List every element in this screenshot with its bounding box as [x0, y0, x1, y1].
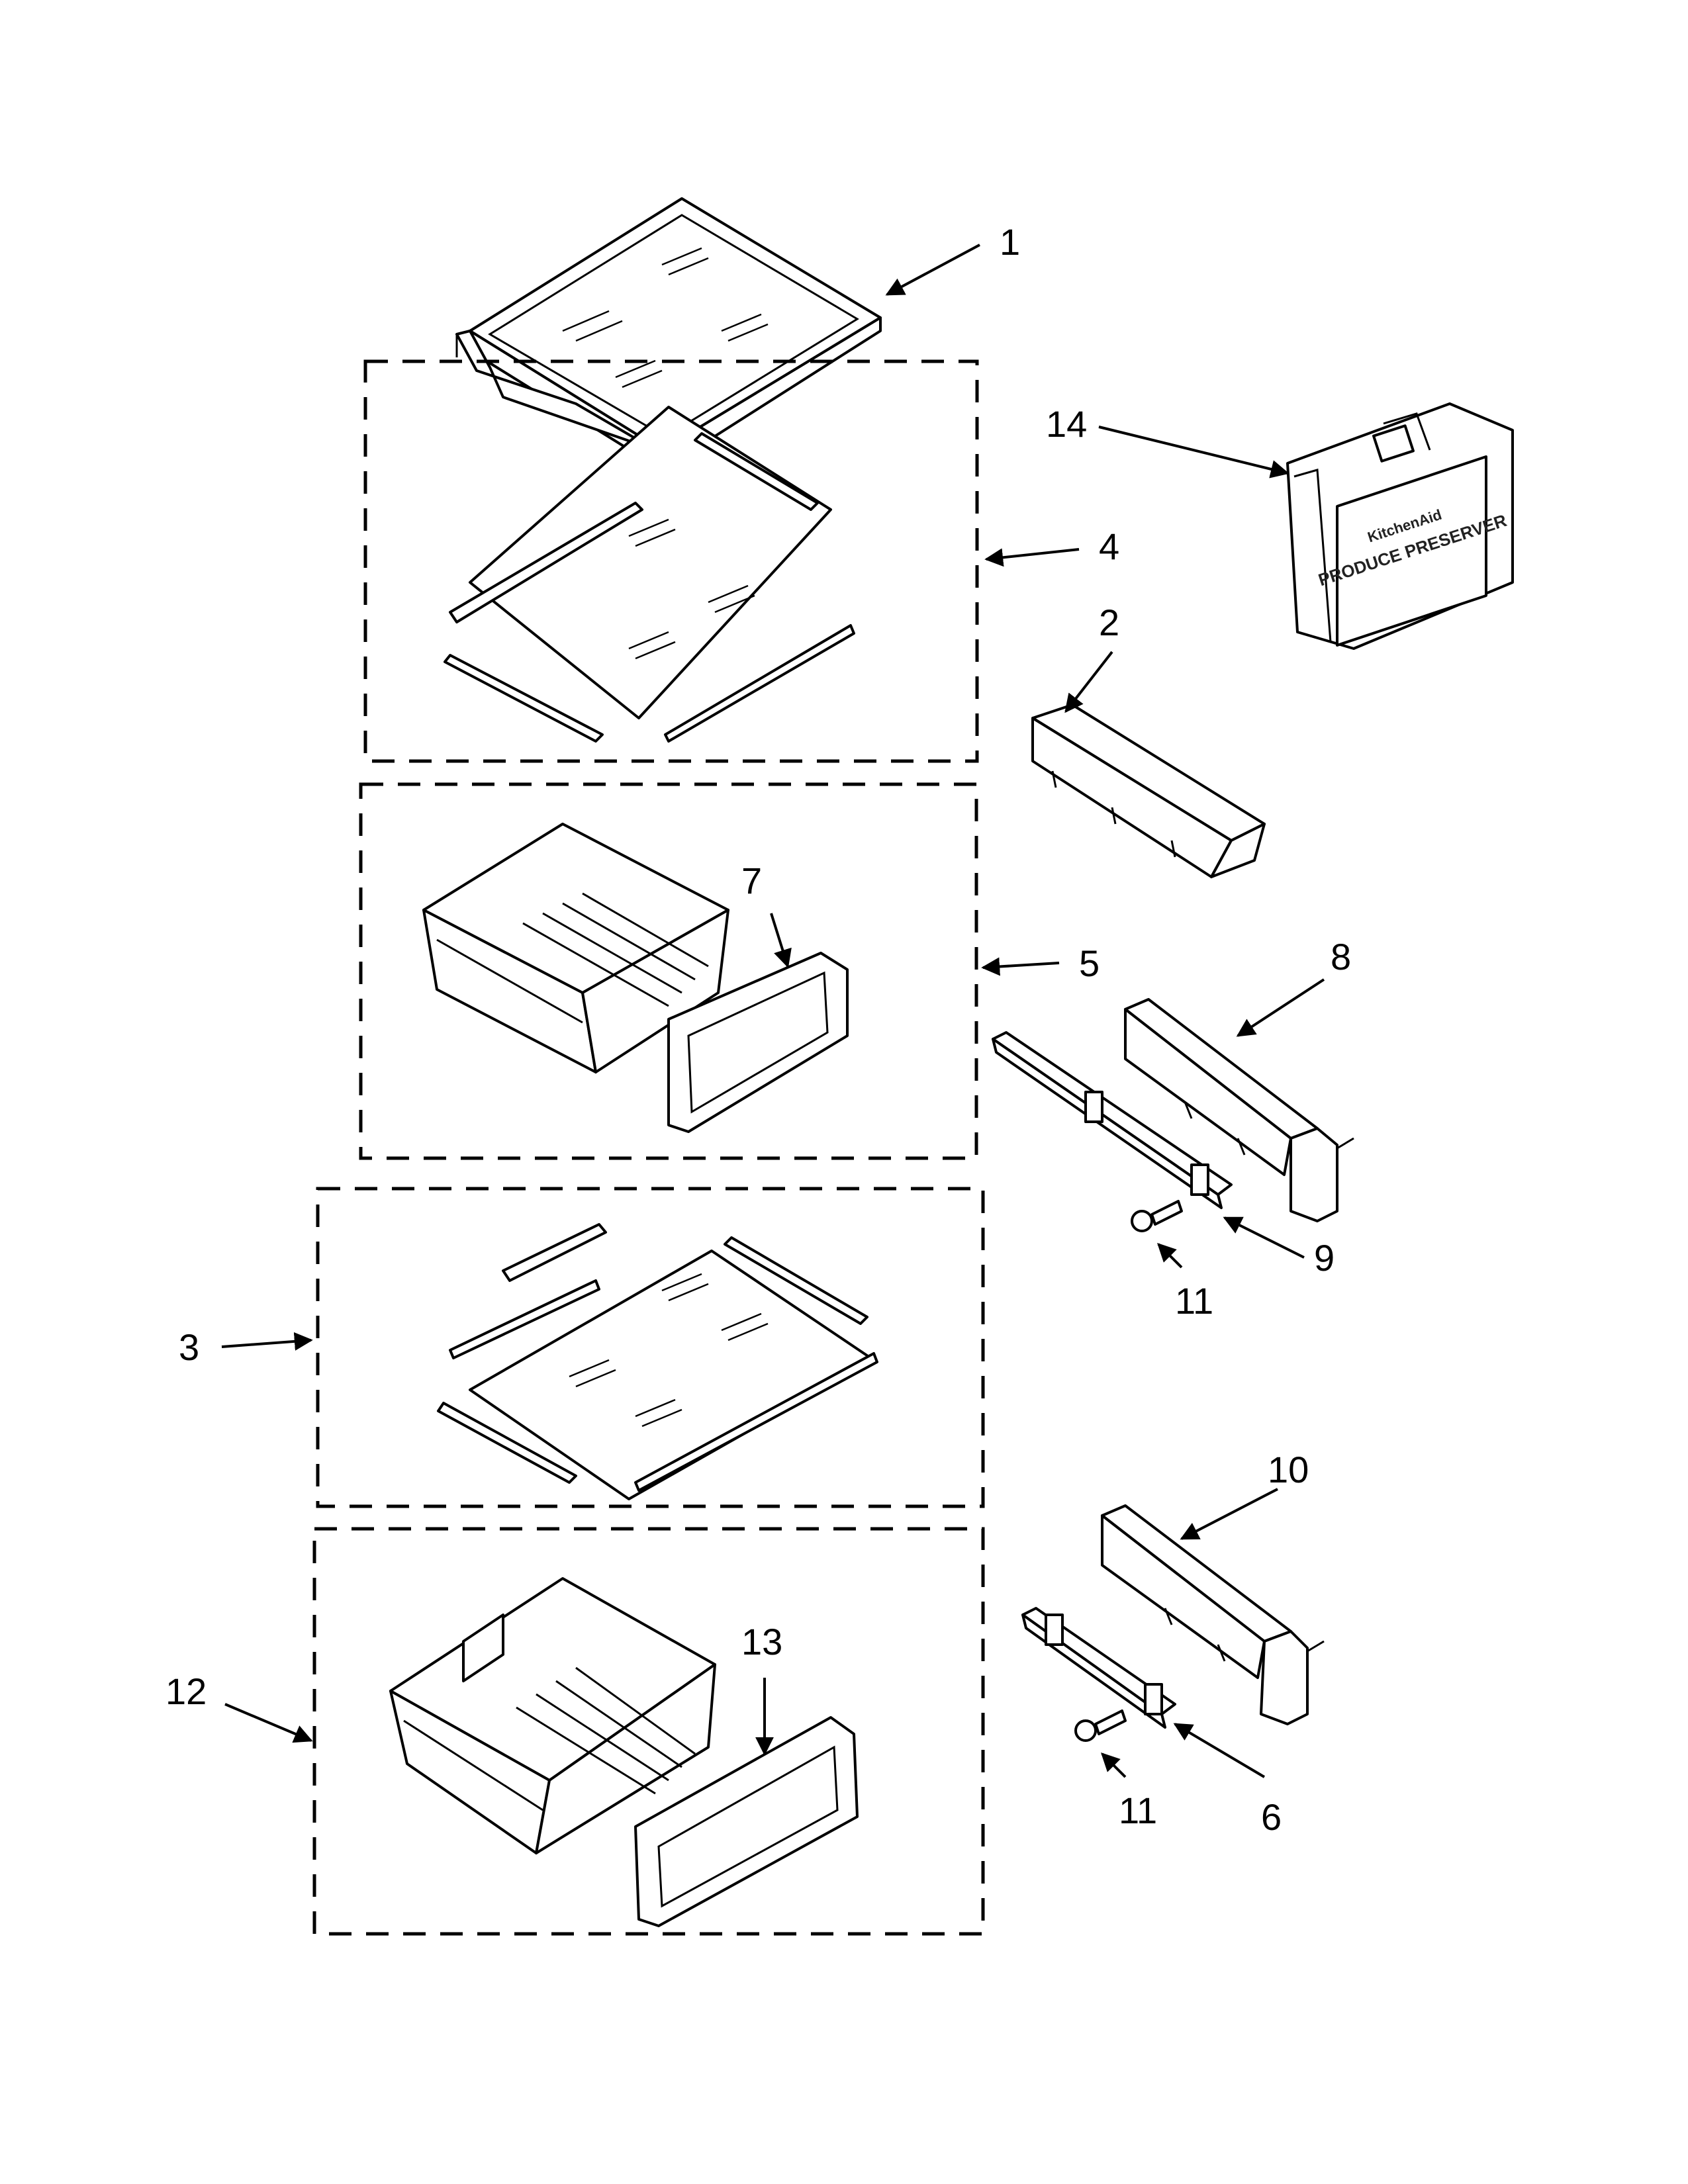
- part-1-top-shelf: [455, 197, 882, 471]
- callout-8: 8: [1331, 936, 1351, 978]
- leader-7: [770, 913, 792, 968]
- part-6-slide-rail: [1021, 1607, 1176, 1729]
- callout-12: 12: [165, 1670, 207, 1712]
- group-3-box: [316, 1187, 985, 1508]
- part-11-screw-a: [1131, 1200, 1183, 1232]
- callout-2: 2: [1099, 602, 1119, 643]
- callout-4: 4: [1099, 525, 1119, 567]
- group-5-box: [359, 782, 978, 1160]
- leader-14: [1098, 426, 1289, 478]
- callout-11b: 11: [1119, 1790, 1157, 1831]
- part-2-bracket: [1031, 704, 1266, 878]
- callout-5: 5: [1079, 942, 1100, 984]
- callout-14: 14: [1046, 403, 1087, 445]
- part-11-screw-b: [1074, 1709, 1127, 1742]
- part-8-rail-cover: [1124, 998, 1354, 1222]
- callout-6: 6: [1261, 1796, 1282, 1838]
- glass-glare: [569, 1273, 769, 1428]
- leader-4: [984, 548, 1080, 567]
- leader-3: [221, 1332, 313, 1351]
- part-13-drawer-front: [634, 1716, 859, 1927]
- leader-12: [224, 1703, 313, 1743]
- glass-glare: [562, 247, 769, 388]
- part-5-crisper-drawer: [422, 823, 729, 1073]
- leader-10: [1180, 1488, 1278, 1540]
- glass-glare: [628, 518, 755, 660]
- leader-6: [1173, 1723, 1266, 1778]
- part-12-lower-drawer: [389, 1577, 716, 1854]
- leader-11b: [1101, 1752, 1127, 1778]
- part-9-slide-rail: [992, 1031, 1233, 1209]
- callout-1: 1: [1000, 221, 1020, 263]
- callout-3: 3: [179, 1326, 199, 1368]
- leader-11a: [1157, 1243, 1183, 1269]
- callout-10: 10: [1268, 1449, 1309, 1490]
- part-4-glass-shelf-kit: [444, 406, 855, 743]
- callout-11a: 11: [1175, 1280, 1213, 1322]
- callout-9: 9: [1314, 1237, 1335, 1279]
- leader-9: [1223, 1216, 1305, 1259]
- part-7-drawer-front: [667, 952, 849, 1133]
- callout-13: 13: [741, 1621, 782, 1662]
- leader-8: [1236, 978, 1325, 1037]
- leader-1: [885, 244, 980, 296]
- leader-5: [981, 957, 1060, 976]
- group-12-box: [312, 1527, 985, 1936]
- part-3-glass-shelf-kit: [437, 1223, 878, 1500]
- part-10-rail-cover: [1101, 1504, 1325, 1725]
- callout-7: 7: [741, 860, 762, 901]
- leader-2: [1064, 651, 1113, 713]
- part-14-produce-preserver: KitchenAid PRODUCE PRESERVER: [1286, 402, 1514, 650]
- group-4-box: [363, 359, 979, 763]
